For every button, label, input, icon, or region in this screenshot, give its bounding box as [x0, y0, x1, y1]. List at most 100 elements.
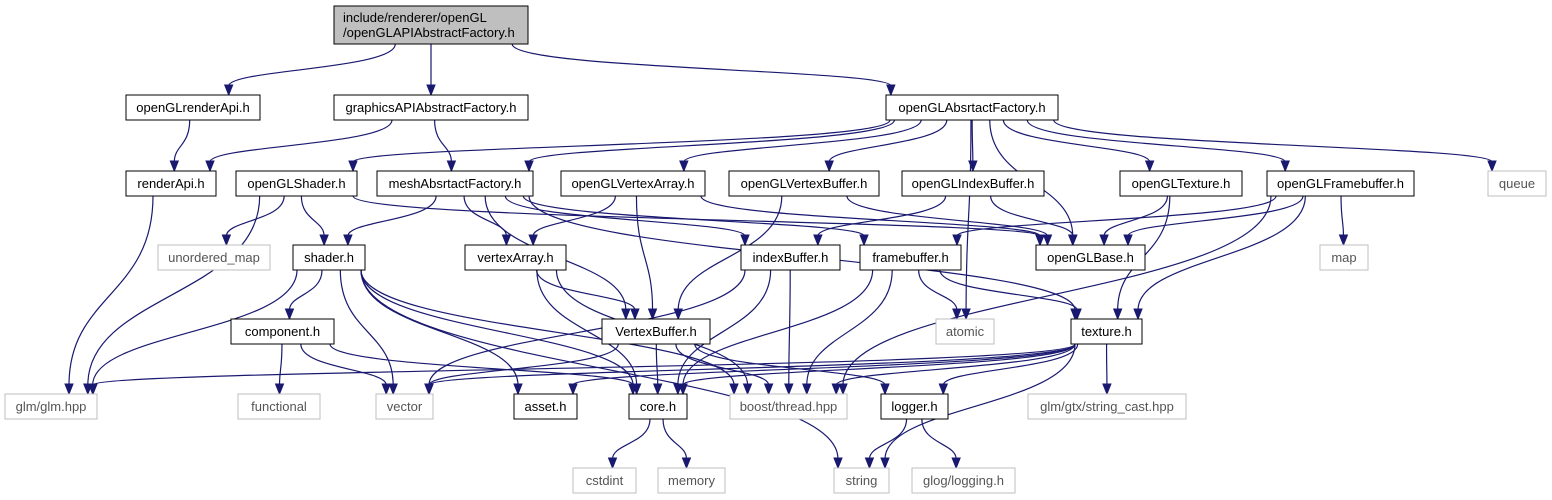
node-glog: glog/logging.h	[911, 467, 1016, 494]
node-label-component: component.h	[245, 324, 320, 339]
node-label-functional: functional	[251, 399, 307, 414]
node-label-openGLBase: openGLBase.h	[1047, 250, 1134, 265]
node-box-openGLBase	[1035, 244, 1146, 271]
arrowhead-openGLAbsrtactFactory-to-openGLTexture	[1144, 160, 1155, 173]
node-component[interactable]: component.h	[230, 318, 335, 345]
arrowhead-component-to-vector	[381, 383, 391, 396]
edge-openGLAbsrtactFactory-to-openGLFramebuffer	[1026, 119, 1286, 163]
node-label-glm: glm/glm.hpp	[16, 399, 87, 414]
arrowhead-openGLFramebuffer-to-framebuffer	[952, 234, 962, 247]
node-openGLVertexArray[interactable]: openGLVertexArray.h	[560, 170, 706, 197]
node-openGLFramebuffer[interactable]: openGLFramebuffer.h	[1266, 170, 1415, 197]
node-box-map	[1319, 244, 1369, 271]
node-box-queue	[1487, 170, 1547, 197]
node-box-openGLrenderApi	[125, 94, 261, 121]
node-openGLVertexBuffer[interactable]: openGLVertexBuffer.h	[728, 170, 880, 197]
edge-framebuffer-to-boost_thread	[806, 269, 893, 386]
edge-meshAbsrtactFactory-to-framebuffer	[522, 195, 865, 237]
edge-openGLFramebuffer-to-openGLBase	[1127, 195, 1304, 237]
node-box-renderApi	[125, 170, 217, 197]
node-box-glm	[4, 393, 98, 420]
arrowhead-texture-to-string	[880, 457, 890, 470]
edge-root-to-openGLAbsrtactFactory	[511, 43, 892, 87]
node-label-string_cast: glm/gtx/string_cast.hpp	[1040, 399, 1174, 414]
edge-framebuffer-to-core	[682, 269, 874, 386]
arrowhead-vertexArray-to-boost_thread	[742, 383, 753, 396]
node-label-memory: memory	[668, 473, 715, 488]
arrowhead-openGLFramebuffer-to-openGLBase	[1123, 234, 1133, 247]
node-openGLAbsrtactFactory[interactable]: openGLAbsrtactFactory.h	[885, 94, 1059, 121]
edge-indexBuffer-to-boost_thread	[788, 269, 791, 386]
node-texture[interactable]: texture.h	[1070, 318, 1143, 345]
edge-openGLVertexBuffer-to-VertexBuffer	[677, 195, 783, 311]
node-shader[interactable]: shader.h	[292, 244, 366, 271]
arrowhead-openGLShader-to-shader	[319, 234, 329, 247]
edge-openGLAbsrtactFactory-to-queue	[1053, 119, 1493, 163]
node-renderApi[interactable]: renderApi.h	[125, 170, 217, 197]
node-label-boost_thread: boost/thread.hpp	[740, 399, 838, 414]
arrowhead-shader-to-component	[284, 308, 295, 321]
edge-openGLShader-to-shader	[300, 195, 325, 237]
node-openGLTexture[interactable]: openGLTexture.h	[1119, 170, 1243, 197]
node-logger[interactable]: logger.h	[880, 393, 949, 420]
node-queue: queue	[1487, 170, 1547, 197]
node-label-openGLTexture: openGLTexture.h	[1132, 176, 1231, 191]
edge-framebuffer-to-atomic	[918, 269, 958, 311]
edge-component-to-core	[329, 343, 634, 386]
edge-graphicsAPIAbstractFactory-to-renderApi	[209, 119, 393, 163]
node-label-openGLVertexBuffer: openGLVertexBuffer.h	[741, 176, 868, 191]
node-openGLIndexBuffer[interactable]: openGLIndexBuffer.h	[901, 170, 1045, 197]
edge-openGLIndexBuffer-to-indexBuffer	[817, 195, 947, 237]
edge-indexBuffer-to-vector	[428, 269, 746, 386]
arrowhead-openGLVertexArray-to-vertexArray	[528, 234, 538, 247]
arrowhead-openGLAbsrtactFactory-to-openGLVertexBuffer	[824, 160, 834, 173]
node-VertexBuffer[interactable]: VertexBuffer.h	[601, 318, 711, 345]
node-box-atomic	[935, 318, 995, 345]
arrowhead-texture-to-asset	[568, 383, 578, 396]
edge-openGLShader-to-glm	[87, 195, 261, 386]
node-label-openGLShader: openGLShader.h	[247, 176, 345, 191]
node-label-asset: asset.h	[525, 399, 567, 414]
edge-shader-to-core	[360, 269, 634, 386]
edge-texture-to-vector	[428, 343, 1076, 386]
node-box-openGLVertexArray	[560, 170, 706, 197]
arrowhead-framebuffer-to-texture	[1072, 308, 1082, 321]
node-root[interactable]: include/renderer/openGL/openGLAPIAbstrac…	[333, 5, 529, 45]
arrowhead-meshAbsrtactFactory-to-vertexArray	[501, 234, 512, 247]
node-vertexArray[interactable]: vertexArray.h	[464, 244, 567, 271]
node-label-map: map	[1331, 250, 1356, 265]
node-label-atomic: atomic	[946, 324, 985, 339]
node-box-openGLIndexBuffer	[901, 170, 1045, 197]
edge-openGLVertexArray-to-openGLBase	[700, 195, 1041, 237]
node-indexBuffer[interactable]: indexBuffer.h	[740, 244, 841, 271]
node-box-logger	[880, 393, 949, 420]
arrowhead-VertexBuffer-to-boost_thread	[763, 383, 774, 396]
node-label-cstdint: cstdint	[586, 473, 624, 488]
node-core[interactable]: core.h	[628, 393, 688, 420]
arrowhead-openGLAbsrtactFactory-to-meshAbsrtactFactory	[524, 160, 534, 173]
edge-openGLVertexArray-to-vertexArray	[532, 195, 616, 237]
node-label-texture: texture.h	[1081, 324, 1132, 339]
edge-renderApi-to-glm	[68, 195, 154, 386]
edge-openGLFramebuffer-to-framebuffer	[956, 195, 1277, 237]
node-asset[interactable]: asset.h	[513, 393, 578, 420]
arrowhead-texture-to-vector	[424, 383, 434, 396]
edge-texture-to-string	[884, 343, 1076, 460]
node-openGLShader[interactable]: openGLShader.h	[235, 170, 358, 197]
node-label-indexBuffer: indexBuffer.h	[753, 250, 829, 265]
node-graphicsAPIAbstractFactory[interactable]: graphicsAPIAbstractFactory.h	[333, 94, 529, 121]
edge-texture-to-core	[682, 343, 1076, 386]
node-label-openGLAbsrtactFactory: openGLAbsrtactFactory.h	[898, 100, 1045, 115]
arrowhead-logger-to-string	[864, 457, 875, 470]
arrowhead-component-to-functional	[274, 383, 285, 396]
node-box-string_cast	[1027, 393, 1187, 420]
edge-meshAbsrtactFactory-to-shader	[347, 195, 437, 237]
node-box-indexBuffer	[740, 244, 841, 271]
node-openGLBase[interactable]: openGLBase.h	[1035, 244, 1146, 271]
node-openGLrenderApi[interactable]: openGLrenderApi.h	[125, 94, 261, 121]
edge-logger-to-glog	[921, 418, 957, 460]
node-label-openGLIndexBuffer: openGLIndexBuffer.h	[912, 176, 1035, 191]
node-meshAbsrtactFactory[interactable]: meshAbsrtactFactory.h	[376, 170, 534, 197]
node-framebuffer[interactable]: framebuffer.h	[859, 244, 962, 271]
node-box-openGLShader	[235, 170, 358, 197]
